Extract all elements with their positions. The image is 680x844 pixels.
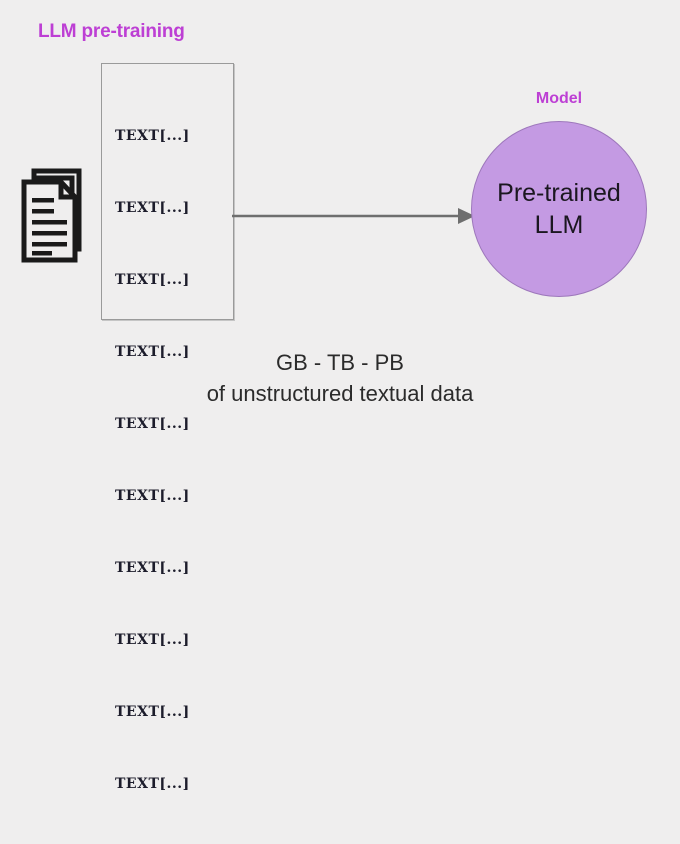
corpus-line: TEXT[...] — [115, 128, 190, 144]
caption-line-1: GB - TB - PB — [276, 350, 404, 375]
training-flow-arrow — [232, 202, 476, 230]
model-name-line-2: LLM — [534, 211, 584, 239]
model-name-line-1: Pre-trained — [497, 179, 621, 207]
pretrained-llm-node: Pre-trained LLM — [471, 121, 647, 297]
corpus-line: TEXT[...] — [115, 776, 190, 792]
corpus-line: TEXT[...] — [115, 488, 190, 504]
corpus-line: TEXT[...] — [115, 416, 190, 432]
page-title: LLM pre-training — [38, 21, 185, 42]
corpus-text-box: TEXT[...] TEXT[...] TEXT[...] TEXT[...] … — [101, 63, 234, 792]
corpus-line: TEXT[...] — [115, 632, 190, 648]
corpus-lines: TEXT[...] TEXT[...] TEXT[...] TEXT[...] … — [115, 76, 190, 844]
documents-stack-icon — [20, 168, 86, 264]
diagram-canvas: LLM pre-training Model TEXT[...] TEXT[..… — [0, 21, 680, 792]
corpus-line: TEXT[...] — [115, 272, 190, 288]
caption-line-2: of unstructured textual data — [206, 381, 474, 406]
corpus-line: TEXT[...] — [115, 200, 190, 216]
model-label: Model — [535, 90, 583, 107]
corpus-caption: GB - TB - PB of unstructured textual dat… — [0, 347, 680, 409]
corpus-line: TEXT[...] — [115, 560, 190, 576]
corpus-line: TEXT[...] — [115, 704, 190, 720]
corpus-line: TEXT[...] — [115, 344, 190, 360]
model-node-label: Pre-trained LLM — [497, 177, 621, 241]
